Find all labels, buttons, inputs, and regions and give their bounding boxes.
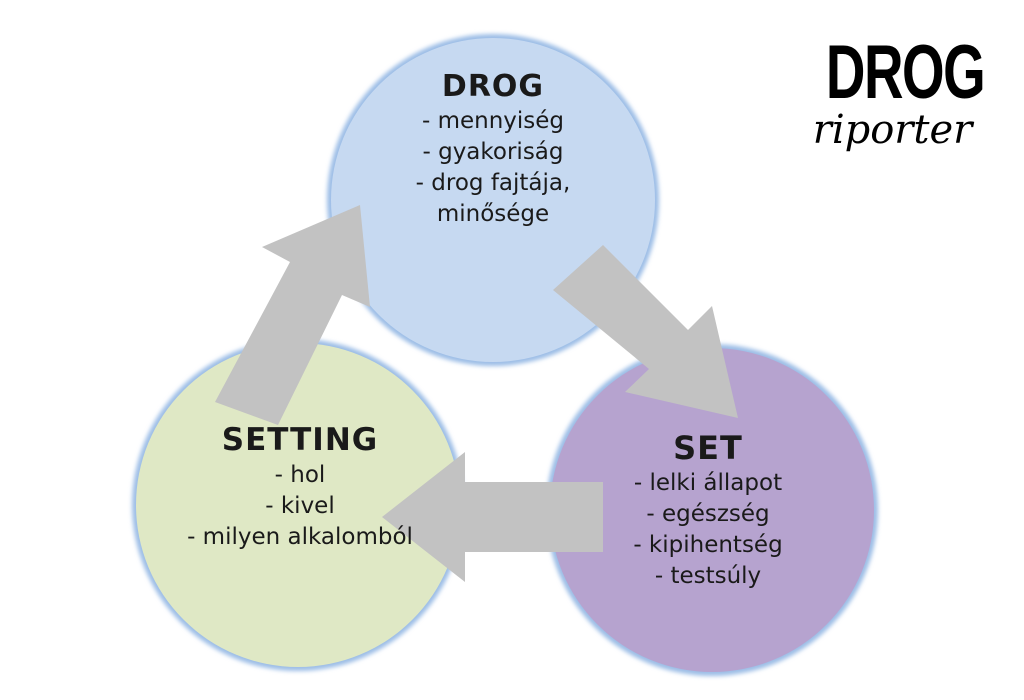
set-node: SET - lelki állapot - egészség - kipihen… — [573, 428, 843, 592]
logo-riporter: riporter — [812, 107, 973, 153]
drog-item: - mennyiség — [421, 108, 565, 134]
set-item: - egészség — [646, 501, 770, 527]
set-title: SET — [673, 429, 743, 467]
set-item: - lelki állapot — [633, 470, 783, 496]
drog-title: DROG — [441, 69, 545, 104]
drog-item: minősége — [436, 201, 550, 227]
logo-drog: DROG — [825, 30, 986, 115]
drog-item: - drog fajtája, — [415, 170, 571, 196]
drog-node: DROG - mennyiség - gyakoriság - drog faj… — [343, 68, 643, 230]
setting-item: - hol — [274, 462, 326, 488]
drog-riporter-logo: DROG riporter — [800, 30, 986, 153]
arrow-drog-to-set — [553, 245, 738, 418]
setting-circle-fill — [136, 343, 460, 667]
setting-title: SETTING — [221, 422, 379, 458]
set-item: - kipihentség — [633, 532, 783, 558]
setting-item: - kivel — [265, 493, 335, 519]
set-circle-fill — [550, 348, 874, 672]
setting-node: SETTING - hol - kivel - milyen alkalombó… — [150, 420, 450, 553]
setting-item: - milyen alkalomból — [187, 524, 413, 550]
arrow-setting-to-drog — [215, 205, 370, 425]
drog-item: - gyakoriság — [422, 139, 564, 165]
arrow-set-to-setting — [382, 452, 603, 582]
set-item: - testsúly — [654, 563, 762, 589]
